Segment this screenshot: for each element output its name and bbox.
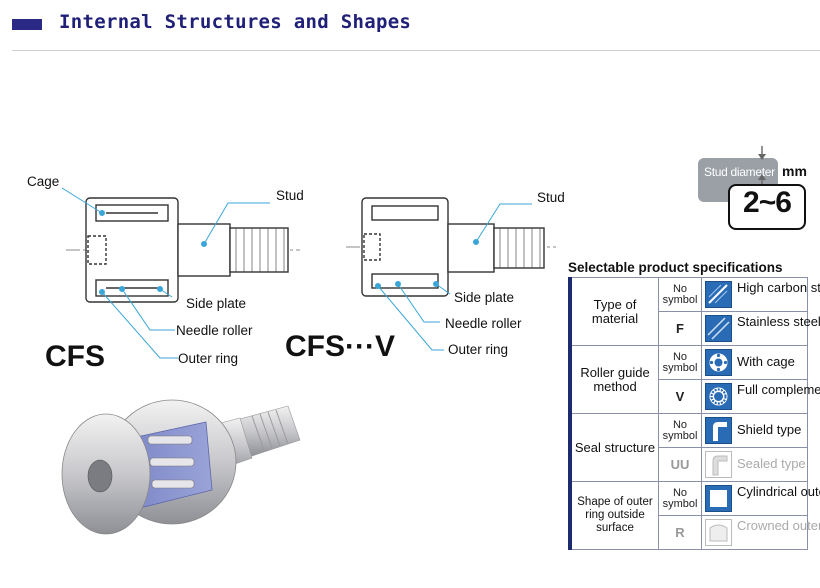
- spec-option-label: Shield type: [737, 422, 802, 437]
- steel-icon: [705, 281, 732, 308]
- cfs-stud-label: Stud: [276, 188, 304, 203]
- cfs-drawing: [66, 197, 300, 303]
- spec-symbol: UU: [658, 447, 702, 482]
- spec-option: With cage: [701, 345, 808, 380]
- spec-category: Seal structure: [568, 413, 659, 482]
- table-row: R Crowned outer ring: [570, 515, 820, 550]
- stud-diameter-value: 2~6: [743, 186, 792, 219]
- cfsv-drawing: [346, 197, 556, 297]
- spec-option: Crowned outer ring: [701, 515, 820, 550]
- header-divider: [12, 50, 820, 51]
- spec-option: Full complement: [701, 379, 820, 414]
- stud-diameter-badge: Stud diameter mm 2~6: [696, 146, 814, 234]
- cage-icon: [705, 349, 732, 376]
- spec-table-title: Selectable product specifications: [568, 260, 783, 275]
- table-row: Shape of outer ring outside surface No s…: [568, 481, 820, 550]
- spec-category: Roller guide method: [568, 345, 659, 414]
- cage-label: Cage: [27, 174, 60, 189]
- table-row: Roller guide method No symbol With cage: [568, 345, 808, 414]
- spec-symbol: No symbol: [658, 413, 702, 448]
- spec-option-label: High carbon steel: [737, 280, 820, 295]
- spec-option-label: Cylindrical outer ring: [737, 484, 820, 499]
- spec-symbol: R: [658, 515, 702, 550]
- spec-symbol: No symbol: [658, 481, 702, 516]
- spec-option: Stainless steel: [701, 311, 820, 346]
- section-header: Internal Structures and Shapes: [12, 6, 820, 52]
- spec-option-label: Crowned outer ring: [737, 518, 820, 533]
- cfsv-leaders: [375, 203, 532, 351]
- dimension-arrows-icon: [758, 146, 766, 186]
- spec-option-label: Stainless steel: [737, 314, 820, 329]
- full-complement-icon: [705, 383, 732, 410]
- spec-symbol: F: [658, 311, 702, 346]
- cfs-outer-ring-label: Outer ring: [178, 351, 239, 366]
- spec-option: Cylindrical outer ring: [701, 481, 820, 516]
- cfsv-model-name: CFS···V: [285, 330, 395, 363]
- spec-symbol: No symbol: [658, 345, 702, 380]
- table-row: Type of material No symbol High carbon s…: [568, 277, 820, 346]
- cam-follower-illustration: [61, 399, 301, 535]
- page-title: Internal Structures and Shapes: [59, 11, 412, 33]
- stud-diameter-label: Stud diameter: [704, 165, 775, 179]
- crowned-icon: [705, 519, 732, 546]
- seal-icon: [705, 451, 732, 478]
- cfs-needle-roller-label: Needle roller: [176, 323, 253, 338]
- header-bar-icon: [12, 19, 42, 30]
- cfsv-needle-roller-label: Needle roller: [445, 316, 522, 331]
- cfsv-side-plate-label: Side plate: [454, 290, 515, 305]
- spec-option: High carbon steel: [701, 277, 820, 312]
- spec-option: Shield type: [701, 413, 808, 448]
- spec-symbol: V: [658, 379, 702, 414]
- cfsv-stud-label: Stud: [537, 190, 565, 205]
- spec-option: Sealed type: [701, 447, 808, 482]
- table-row: V Full complement: [570, 379, 820, 414]
- spec-option-label: Sealed type: [737, 456, 806, 471]
- table-row: UU Sealed type: [570, 447, 808, 482]
- table-row: F Stainless steel: [570, 311, 820, 346]
- cfsv-outer-ring-label: Outer ring: [448, 342, 509, 357]
- unit-label: mm: [782, 163, 807, 179]
- cfs-side-plate-label: Side plate: [186, 296, 247, 311]
- shield-icon: [705, 417, 732, 444]
- table-row: Seal structure No symbol Shield type: [568, 413, 808, 482]
- spec-table: Type of material No symbol High carbon s…: [568, 277, 820, 550]
- stainless-icon: [705, 315, 732, 342]
- spec-option-label: Full complement: [737, 382, 820, 397]
- spec-symbol: No symbol: [658, 277, 702, 312]
- spec-category: Shape of outer ring outside surface: [568, 481, 659, 550]
- spec-category: Type of material: [568, 277, 659, 346]
- cylindrical-icon: [705, 485, 732, 512]
- cfs-leaders: [61, 187, 270, 359]
- spec-option-label: With cage: [737, 354, 795, 369]
- cfs-model-name: CFS: [45, 340, 105, 373]
